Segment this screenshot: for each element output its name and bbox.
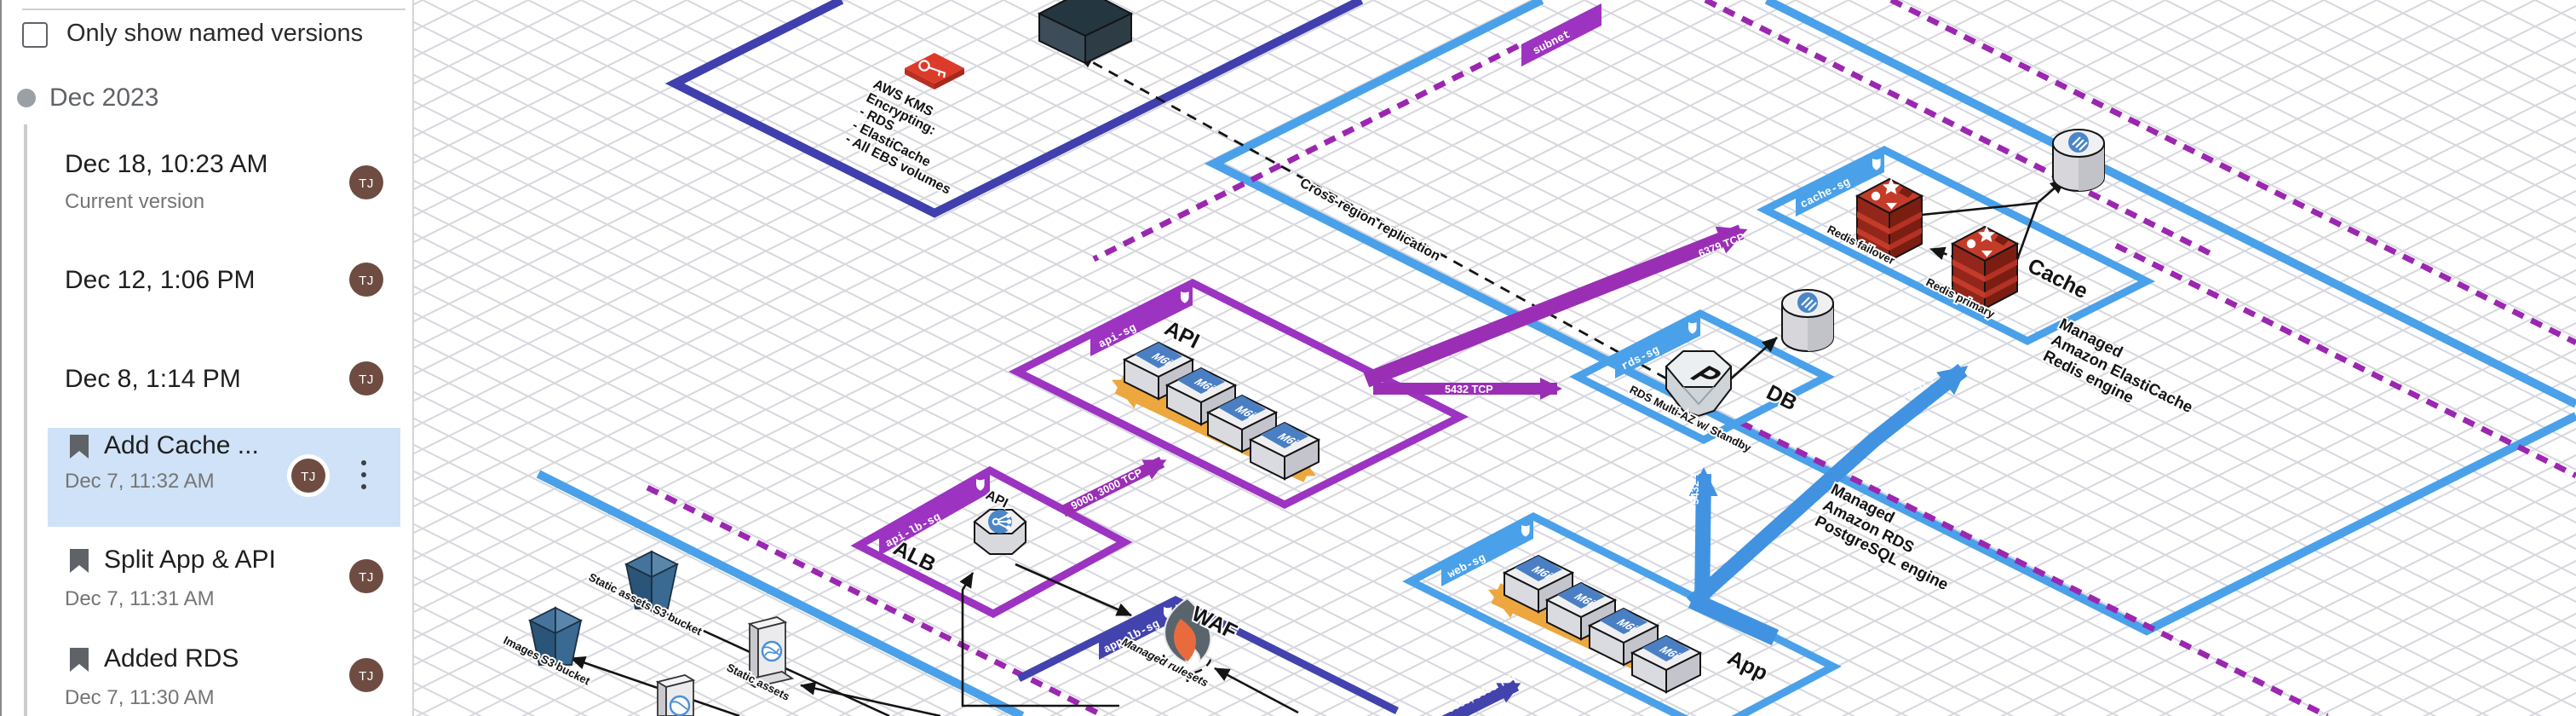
version-subtitle: Dec 7, 11:31 AM (65, 586, 215, 610)
shield-icon (1872, 159, 1881, 170)
cross-region-replication-arrow (1078, 53, 1667, 380)
version-history-sidebar: Only show named versions Dec 2023 Dec 18… (0, 0, 414, 716)
remote-region-cube-icon[interactable] (1037, 0, 1134, 65)
flame-inner (1174, 619, 1196, 661)
month-label: Dec 2023 (49, 84, 159, 113)
version-row[interactable]: Added RDS Dec 7, 11:30 AM TJ (2, 641, 412, 713)
shield-icon (1521, 525, 1530, 537)
bookmark-icon (70, 435, 89, 459)
version-title: Add Cache ... (104, 431, 259, 460)
alb-icon[interactable] (973, 509, 1027, 555)
cloudfront-static-icon[interactable] (742, 616, 795, 688)
port-5432-blue: 5432 TCP (1689, 456, 1701, 505)
version-subtitle: Dec 7, 11:32 AM (65, 469, 215, 493)
shield-icon (975, 479, 985, 491)
bookmark-icon (70, 648, 89, 672)
version-title: Split App & API (104, 546, 276, 575)
rds-sg-boundary[interactable]: rds-sg (1569, 309, 1835, 445)
api-to-cache-arrow (1363, 224, 1748, 388)
redis-primary-icon[interactable] (1950, 225, 2020, 310)
key-glyph (918, 60, 946, 78)
version-title: Dec 8, 1:14 PM (65, 365, 241, 394)
named-versions-filter[interactable]: Only show named versions (22, 20, 363, 48)
cloudfront-images-icon[interactable] (655, 674, 696, 716)
avatar: TJ (349, 263, 383, 297)
version-row[interactable]: Split App & API Dec 7, 11:31 AM TJ (2, 542, 412, 614)
timeline-connector (24, 124, 27, 716)
kms-icon[interactable] (905, 53, 964, 90)
ec2-instance[interactable]: M6i (1502, 554, 1575, 614)
named-versions-checkbox[interactable] (22, 21, 48, 47)
version-title: Dec 18, 10:23 AM (65, 150, 268, 179)
bookmark-icon (70, 549, 89, 573)
version-row[interactable]: Dec 8, 1:14 PM TJ (2, 361, 412, 402)
version-row-selected[interactable]: Add Cache ... Dec 7, 11:32 AM TJ (2, 428, 412, 527)
month-group-header: Dec 2023 (17, 84, 158, 113)
avatar: TJ (291, 459, 325, 493)
load-balancer-glyph (992, 513, 1012, 530)
avatar: TJ (349, 165, 383, 199)
db-endpoint-icon[interactable] (1781, 289, 1834, 352)
avatar: TJ (349, 361, 383, 396)
api-instance-group[interactable]: M6i M6i M6i M6i (1122, 341, 1321, 481)
selected-version-highlight (48, 428, 400, 527)
region-boundary-indigo (664, 0, 1364, 218)
app-to-cache-arrow (1686, 363, 1969, 609)
s3-bucket-images-icon[interactable] (527, 606, 584, 666)
s3-bucket-static-icon[interactable] (624, 550, 680, 609)
shield-icon (1180, 292, 1189, 303)
cache-endpoint-icon[interactable] (2052, 129, 2105, 192)
ec2-instance[interactable]: M6i (1630, 634, 1703, 694)
sidebar-divider (22, 9, 405, 10)
avatar: TJ (349, 658, 383, 692)
ec2-instance[interactable]: M6i (1248, 421, 1321, 481)
waf-icon[interactable] (1162, 597, 1213, 682)
avatar: TJ (349, 559, 383, 593)
version-title: Added RDS (104, 644, 239, 673)
version-row[interactable]: Dec 18, 10:23 AM Current version TJ (2, 147, 412, 215)
shield-icon (1688, 322, 1697, 334)
version-subtitle: Dec 7, 11:30 AM (65, 685, 215, 709)
month-dot-icon (17, 89, 36, 107)
lb-to-app-arrow (1441, 679, 1521, 716)
version-menu-button[interactable] (351, 459, 375, 496)
version-subtitle: Current version (65, 189, 205, 213)
port-5432-purple: 5432 TCP (1445, 384, 1493, 396)
version-title: Dec 12, 1:06 PM (65, 266, 256, 295)
named-versions-label: Only show named versions (66, 20, 364, 48)
postgresql-icon[interactable]: P (1665, 350, 1733, 418)
ec2-instance[interactable]: M6i (1587, 607, 1660, 667)
version-row[interactable]: Dec 12, 1:06 PM TJ (2, 263, 412, 303)
app-instance-group[interactable]: M6i M6i M6i M6i (1502, 554, 1703, 694)
redis-failover-icon[interactable] (1854, 177, 1924, 263)
